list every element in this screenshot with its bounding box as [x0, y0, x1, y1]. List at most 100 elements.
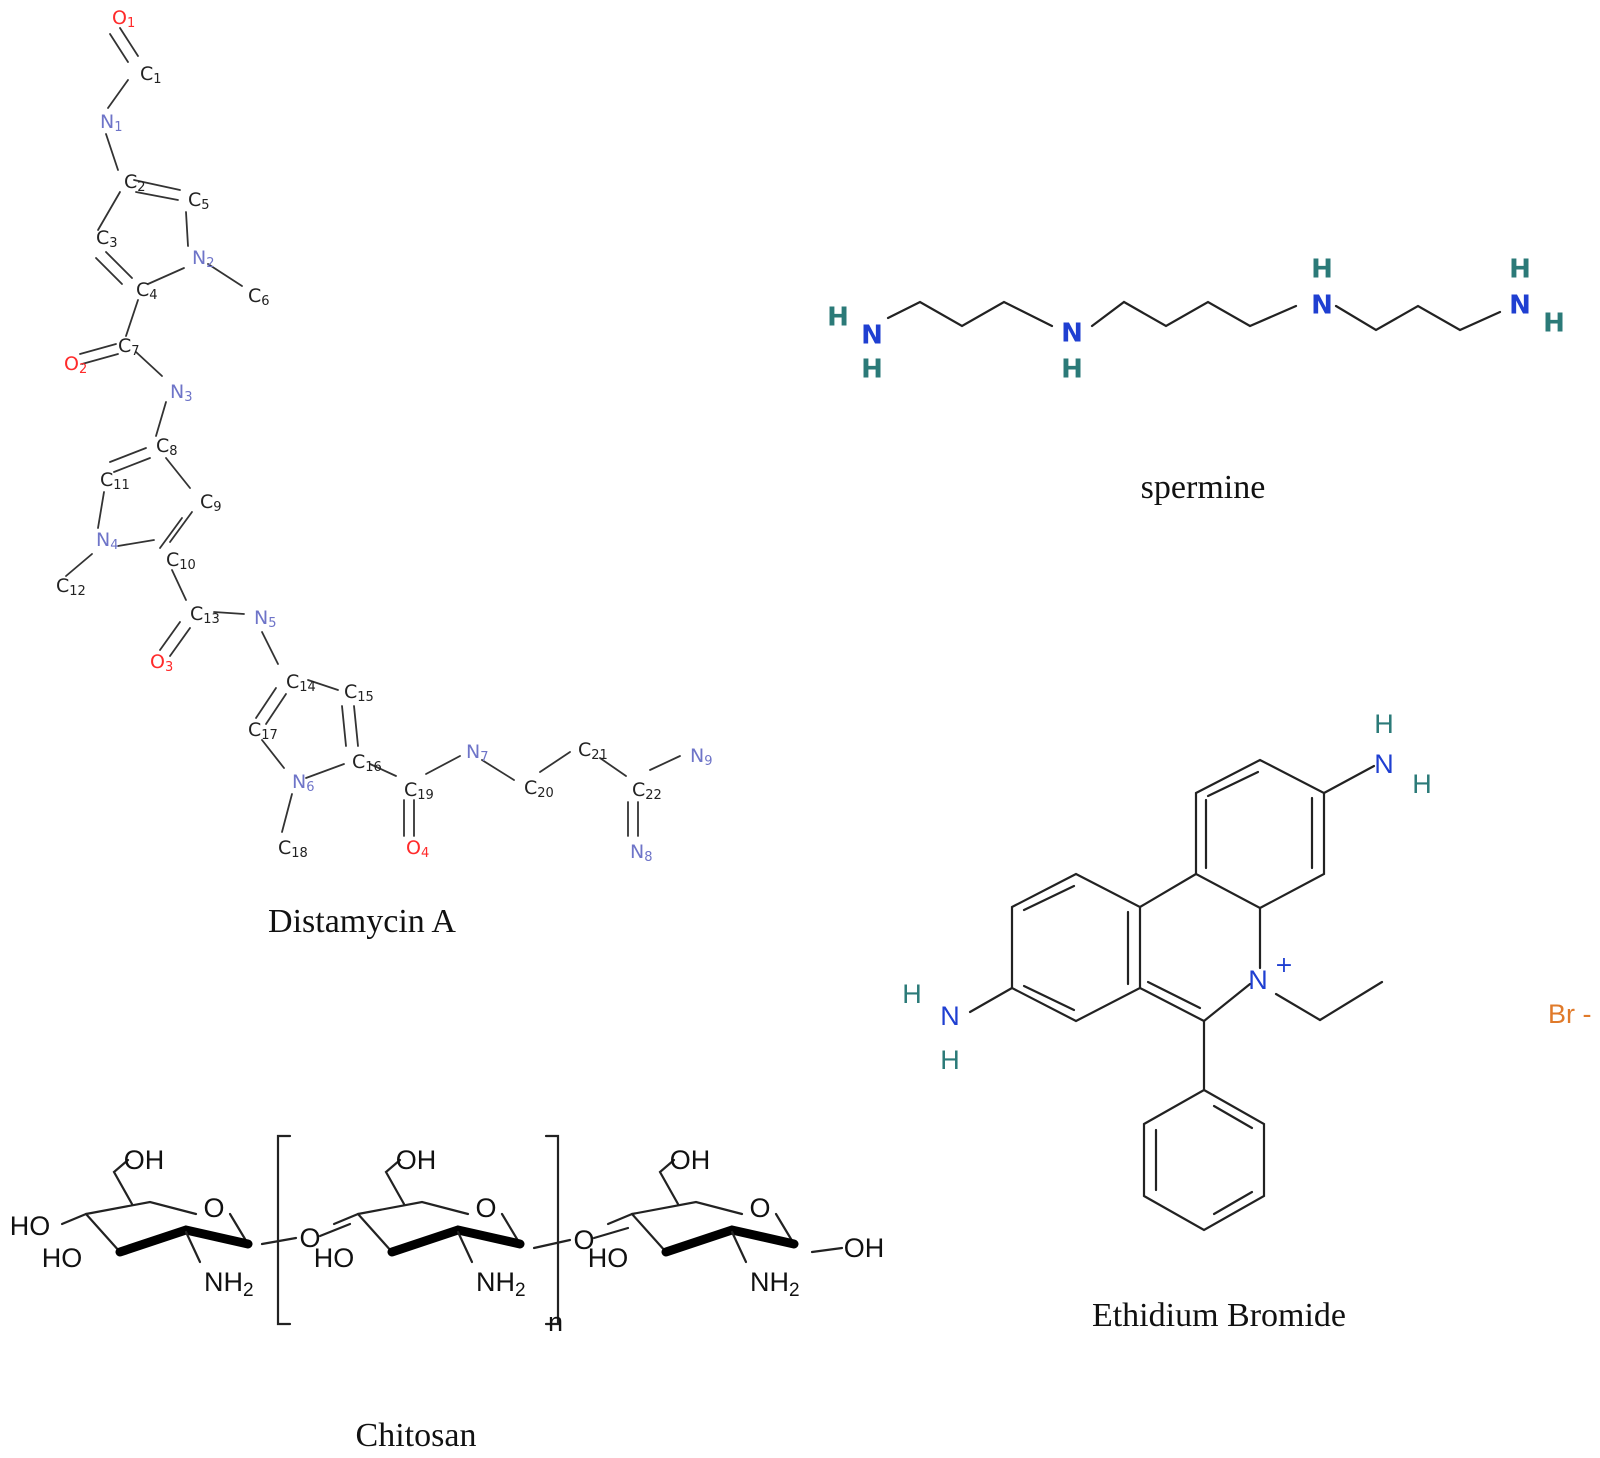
distamycin-atom-c19: C19: [404, 779, 434, 803]
spermine-h-4: H: [1311, 255, 1333, 285]
chitosan-nh2-3: NH2: [750, 1267, 800, 1301]
distamycin-caption: Distamycin A: [268, 903, 456, 940]
chitosan-ch2-2: [384, 1158, 406, 1206]
chitosan-ring-o-2: O: [475, 1193, 496, 1223]
spermine-h-5: H: [1509, 255, 1531, 285]
chitosan-caption: Chitosan: [356, 1417, 477, 1454]
chitosan-oh-top-2: OH: [396, 1145, 437, 1175]
chitosan-ring-back-1: [84, 1200, 198, 1216]
ethidium-plus-charge: +: [1275, 953, 1293, 978]
chitosan-oh-top-3: OH: [670, 1145, 711, 1175]
spermine-structure: H N H N H H N H N H: [827, 255, 1565, 385]
chitosan-ho-3: HO: [588, 1243, 629, 1273]
spermine-n-2: N: [1061, 319, 1083, 349]
ethidium-n-plus: N: [1248, 965, 1268, 995]
distamycin-atom-n4: N4: [96, 529, 119, 553]
distamycin-atom-n9: N9: [690, 745, 713, 769]
distamycin-atom-c8: C8: [156, 435, 178, 459]
distamycin-atom-c17: C17: [248, 719, 278, 743]
chitosan-nh2-stub-1: [184, 1230, 202, 1264]
distamycin-atom-c15: C15: [344, 681, 374, 705]
distamycin-atom-o3: O3: [150, 651, 173, 675]
distamycin-atom-c22: C22: [632, 779, 662, 803]
chitosan-nh2-1: NH2: [204, 1267, 254, 1301]
ethidium-h-3: H: [902, 979, 922, 1009]
spermine-h-6: H: [1543, 309, 1565, 339]
chitosan-ch2-1: [112, 1158, 134, 1206]
chitosan-ring-left-1: [84, 1212, 122, 1254]
spermine-h-3: H: [1061, 355, 1083, 385]
chitosan-nh2-stub-2: [456, 1230, 474, 1264]
distamycin-atom-c3: C3: [96, 227, 118, 251]
chitosan-ho-2: HO: [314, 1243, 355, 1273]
distamycin-atom-c4: C4: [136, 279, 158, 303]
ethidium-n-1: N: [1374, 749, 1394, 779]
chitosan-ring-left-2: [356, 1212, 394, 1254]
spermine-h-1: H: [827, 303, 849, 333]
distamycin-atom-c13: C13: [190, 603, 220, 627]
spermine-n-1: N: [861, 321, 883, 351]
distamycin-atom-c6: C6: [248, 285, 270, 309]
distamycin-atom-n3: N3: [170, 381, 193, 405]
chitosan-oh-stub-2: [332, 1212, 360, 1226]
chitosan-ho-1: HO: [42, 1243, 83, 1273]
distamycin-atom-c11: C11: [100, 469, 130, 493]
distamycin-atom-c5: C5: [188, 189, 210, 213]
ethidium-h-4: H: [940, 1045, 960, 1075]
chitosan-ring-front-3: [661, 1225, 799, 1257]
distamycin-atom-c14: C14: [286, 671, 316, 695]
chitosan-oh-terminal: OH: [844, 1233, 885, 1263]
chitosan-repeat-n: n: [548, 1307, 563, 1337]
distamycin-atom-c7: C7: [118, 335, 140, 359]
chitosan-oh-stub-3: [606, 1212, 634, 1226]
spermine-h-2: H: [861, 355, 883, 385]
ethidium-bromide-structure: H N H H N H N + Br -: [902, 709, 1592, 1232]
distamycin-atom-o2: O2: [64, 353, 87, 377]
distamycin-atom-c18: C18: [278, 837, 308, 861]
distamycin-atom-c1: C1: [140, 63, 162, 87]
chitosan-ring-o-3: O: [749, 1193, 770, 1223]
ethidium-caption: Ethidium Bromide: [1092, 1297, 1346, 1334]
chitosan-ring-left-3: [630, 1212, 668, 1254]
distamycin-atom-c12: C12: [56, 575, 86, 599]
chitosan-bridge-o-2: O: [573, 1225, 594, 1255]
chitosan-nh2-2: NH2: [476, 1267, 526, 1301]
chitosan-ring-o-1: O: [203, 1193, 224, 1223]
chitosan-bridge-o-1: O: [299, 1223, 320, 1253]
distamycin-atom-c16: C16: [352, 751, 382, 775]
distamycin-atom-c20: C20: [524, 777, 554, 801]
ethidium-h-2: H: [1412, 769, 1432, 799]
chitosan-ch2-3: [658, 1158, 680, 1206]
bromide-ion: Br -: [1548, 999, 1592, 1029]
distamycin-atom-o1: O1: [112, 7, 135, 31]
chitosan-oh-top-1: OH: [124, 1145, 165, 1175]
distamycin-atom-c2: C2: [124, 171, 146, 195]
ethidium-h-1: H: [1374, 709, 1394, 739]
distamycin-atom-n8: N8: [630, 841, 653, 865]
distamycin-atom-n7: N7: [466, 741, 489, 765]
chitosan-ring-front-2: [387, 1225, 525, 1257]
distamycin-atom-c21: C21: [578, 739, 608, 763]
distamycin-atom-c10: C10: [166, 549, 196, 573]
distamycin-atom-n1: N1: [100, 111, 123, 135]
distamycin-atom-c9: C9: [200, 491, 222, 515]
distamycin-atom-n5: N5: [254, 607, 277, 631]
spermine-caption: spermine: [1141, 469, 1266, 506]
chitosan-ho-end-1: HO: [10, 1211, 51, 1241]
chitosan-oh-stub-1: [60, 1212, 88, 1226]
chitosan-ring-front-1: [115, 1225, 253, 1257]
distamycin-atom-o4: O4: [406, 837, 429, 861]
distamycin-atom-n2: N2: [192, 247, 215, 271]
ethidium-n-2: N: [940, 1001, 960, 1031]
chitosan-nh2-stub-3: [730, 1230, 748, 1264]
chitosan-ring-back-3: [630, 1200, 744, 1216]
spermine-n-4: N: [1509, 291, 1531, 321]
chitosan-ring-back-2: [356, 1200, 470, 1216]
distamycin-atom-n6: N6: [292, 771, 315, 795]
